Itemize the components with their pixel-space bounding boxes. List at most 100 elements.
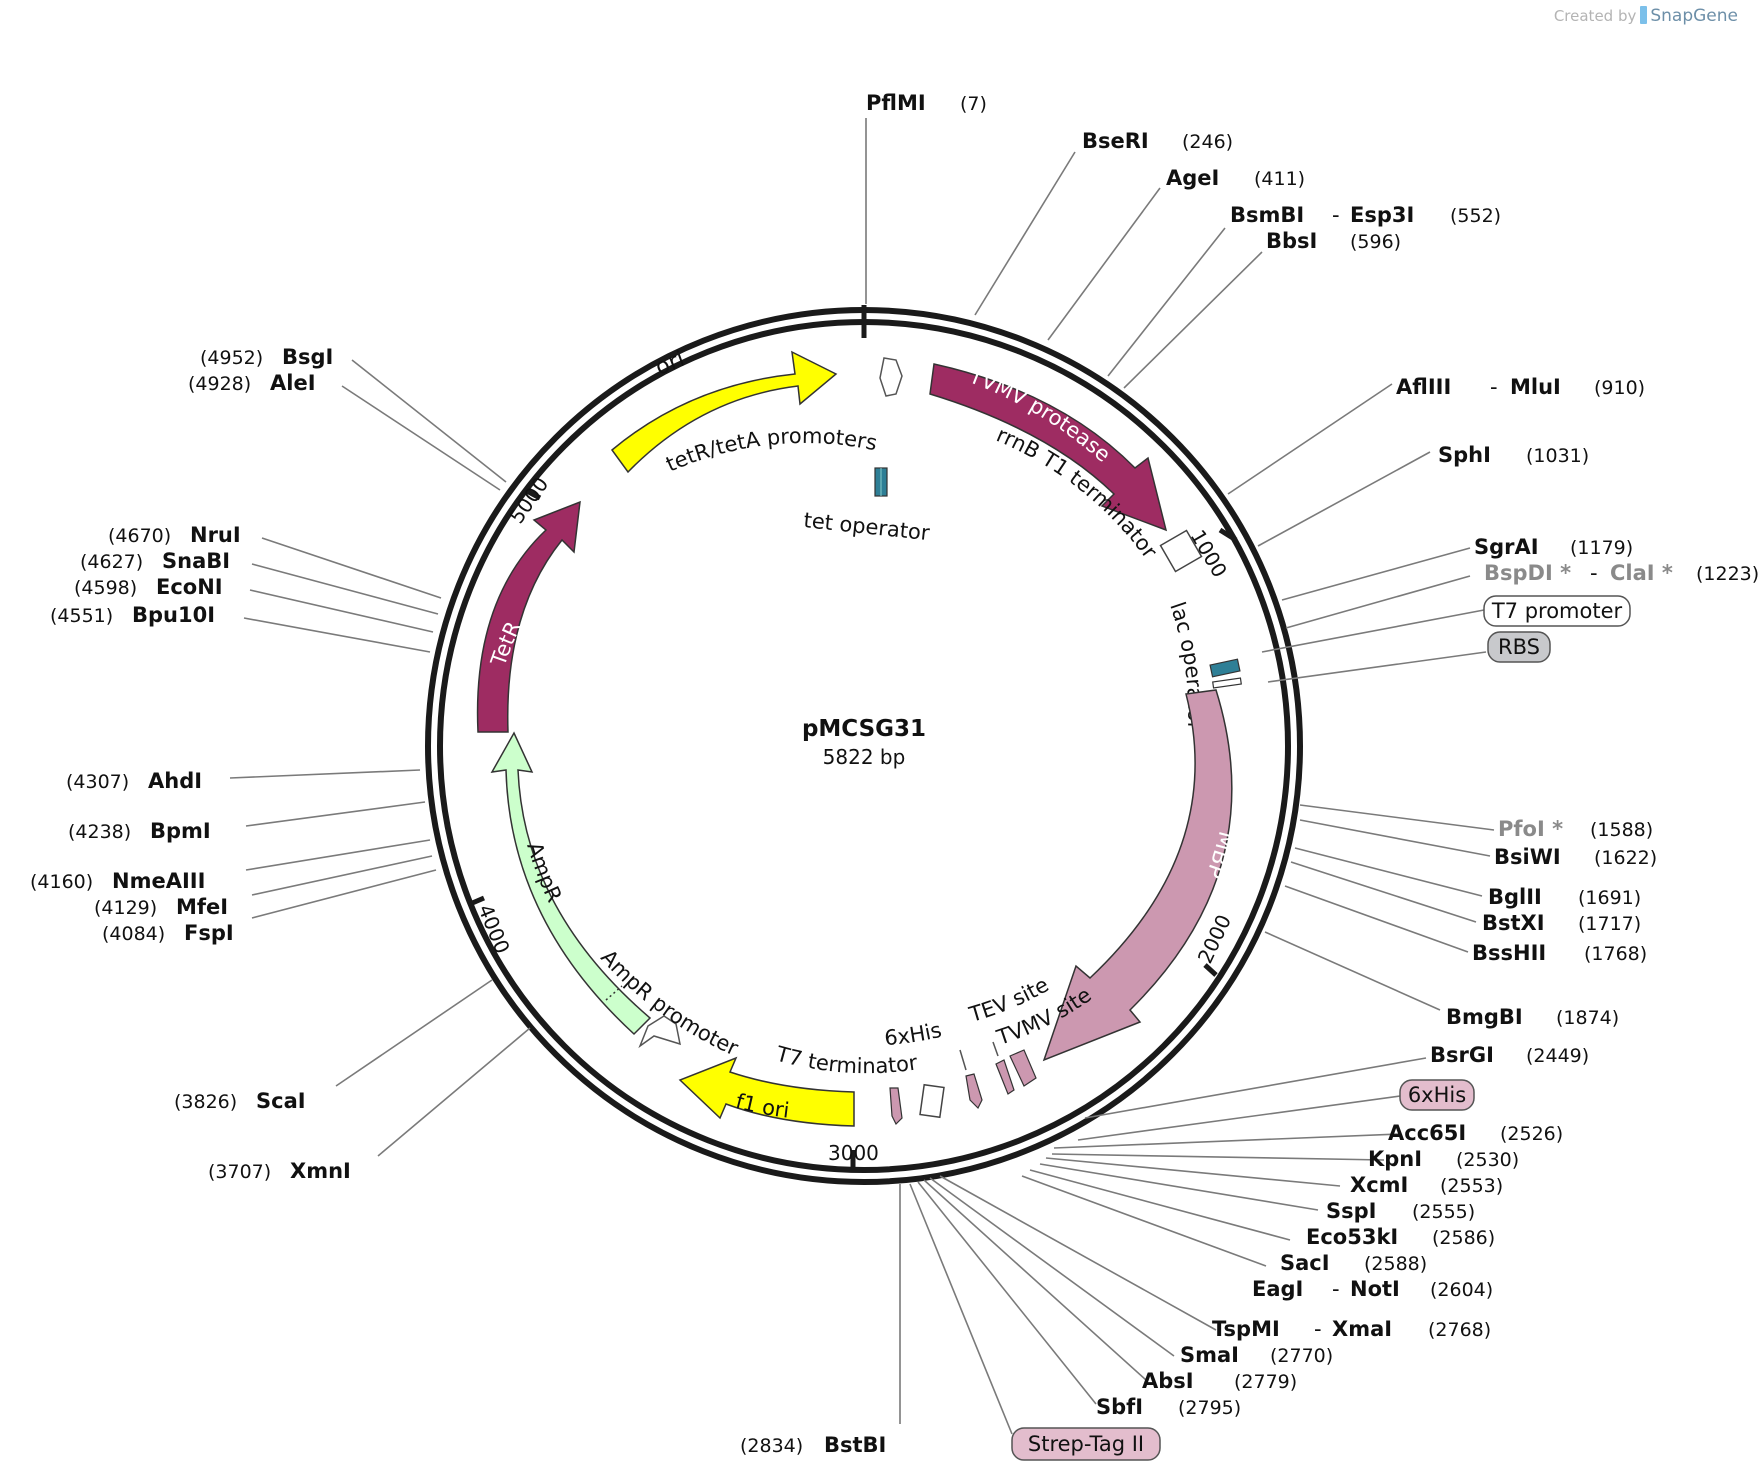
rbs-marker[interactable] [1212,677,1242,689]
svg-text:(246): (246) [1182,131,1233,153]
svg-text:BsiWI: BsiWI [1494,845,1561,869]
rrnb-terminator-marker[interactable] [1159,529,1203,573]
tev-site-marker[interactable] [995,1059,1015,1095]
enzyme-BmgBI: BmgBI(1874) [1446,1005,1619,1029]
ampr-feature[interactable] [490,731,652,1036]
svg-text:(2770): (2770) [1270,1345,1333,1367]
svg-text:T7 promoter: T7 promoter [1491,599,1623,623]
enzyme-labels: PflMI(7) BseRI(246) AgeI(411) BsmBI-Esp3… [30,91,1759,1457]
svg-text:MluI: MluI [1510,375,1561,399]
svg-text:AhdI: AhdI [148,769,202,793]
svg-text:6xHis: 6xHis [1408,1083,1466,1107]
enzyme-PfoI: PfoI *(1588) [1498,817,1653,841]
svg-text:(2555): (2555) [1412,1201,1475,1223]
enzyme-AhdI: (4307) AhdI [66,769,202,793]
enzyme-FspI: (4084) FspI [102,921,234,945]
t7-terminator-marker[interactable] [919,1083,945,1119]
svg-text:(1874): (1874) [1556,1007,1619,1029]
svg-text:Acc65I: Acc65I [1388,1121,1466,1145]
svg-text:TspMI: TspMI [1212,1317,1280,1341]
svg-text:(4598): (4598) [74,577,137,599]
svg-text:(1179): (1179) [1570,537,1633,559]
svg-text:SacI: SacI [1280,1251,1330,1275]
tvmv-protease-feature[interactable] [929,363,1168,532]
svg-text:Bpu10I: Bpu10I [132,603,215,627]
f1-ori-feature[interactable] [678,1056,855,1127]
svg-text:(910): (910) [1594,377,1645,399]
svg-text:PfoI *: PfoI * [1498,817,1563,841]
svg-text:AflIII: AflIII [1396,375,1451,399]
enzyme-EagI: EagI-NotI(2604) [1252,1277,1493,1301]
enzyme-EcoNI: (4598) EcoNI [74,575,223,599]
svg-text:AbsI: AbsI [1142,1369,1194,1393]
svg-text:BsgI: BsgI [282,345,333,369]
svg-text:(4129): (4129) [94,897,157,919]
svg-text:(4238): (4238) [68,821,131,843]
svg-text:KpnI: KpnI [1368,1147,1422,1171]
enzyme-Eco53kI: Eco53kI(2586) [1306,1225,1495,1249]
6xhis-marker-right[interactable] [965,1073,983,1110]
enzyme-Bpu10I: (4551) Bpu10I [50,603,215,627]
6xhis-marker-left[interactable] [889,1087,903,1126]
lac-operator-marker[interactable] [1209,658,1241,678]
svg-text:SgrAI: SgrAI [1474,535,1539,559]
enzyme-BstXI: BstXI(1717) [1482,911,1641,935]
svg-text:NmeAIII: NmeAIII [112,869,205,893]
enzyme-SgrAI: SgrAI (1179) [1474,535,1633,559]
svg-text:(4084): (4084) [102,923,165,945]
enzyme-NmeAIII: (4160) NmeAIII [30,869,205,893]
svg-text:(2779): (2779) [1234,1371,1297,1393]
svg-text:(3826): (3826) [174,1091,237,1113]
enzyme-SphI: SphI(1031) [1438,443,1589,467]
feature-box-rbs[interactable]: RBS [1487,631,1551,663]
mbp-feature[interactable] [1042,689,1233,1062]
tick-label-3000: 3000 [828,1141,879,1165]
enzyme-KpnI: KpnI(2530) [1368,1147,1519,1171]
svg-text:-: - [1590,561,1598,585]
svg-text:AgeI: AgeI [1166,166,1219,190]
enzyme-SacI: SacI(2588) [1280,1251,1427,1275]
svg-text:BglII: BglII [1488,885,1542,909]
ori-feature[interactable] [610,350,838,474]
enzyme-AleI: (4928)AleI [188,371,316,395]
enzyme-BpmI: (4238)BpmI [68,819,211,843]
enzyme-BbsI: BbsI(596) [1266,229,1401,253]
svg-text:-: - [1332,203,1340,227]
enzyme-Acc65I: Acc65I(2526) [1388,1121,1563,1145]
svg-text:(1223): (1223) [1696,563,1759,585]
enzyme-BseRI: BseRI(246) [1082,129,1233,153]
svg-text:FspI: FspI [184,921,234,945]
svg-text:(1031): (1031) [1526,445,1589,467]
feature-box-t7-promoter[interactable]: T7 promoter [1483,595,1631,627]
svg-text:(2834): (2834) [740,1435,803,1457]
svg-text:-: - [1332,1277,1340,1301]
svg-text:BsmBI: BsmBI [1230,203,1304,227]
svg-text:XcmI: XcmI [1350,1173,1408,1197]
enzyme-SnaBI: (4627)SnaBI [80,549,230,573]
enzyme-MfeI: (4129)MfeI [94,895,228,919]
svg-text:(4627): (4627) [80,551,143,573]
svg-text:(4160): (4160) [30,871,93,893]
svg-text:(3707): (3707) [208,1161,271,1183]
svg-text:(4307): (4307) [66,771,129,793]
svg-text:(4551): (4551) [50,605,113,627]
feature-box-6xhis[interactable]: 6xHis [1399,1079,1475,1111]
enzyme-NruI: (4670)NruI [108,523,241,547]
tetr-feature[interactable] [476,500,581,733]
enzyme-TspMI: TspMI-XmaI(2768) [1212,1317,1491,1341]
tvmv-site-marker[interactable] [1009,1049,1037,1087]
svg-text:BstBI: BstBI [824,1433,886,1457]
enzyme-leader-lines [229,118,1495,1435]
svg-text:Esp3I: Esp3I [1350,203,1414,227]
svg-text:(596): (596) [1350,231,1401,253]
svg-text:-: - [1314,1317,1322,1341]
ampr-promoter-marker[interactable] [638,1015,681,1049]
svg-text:BssHII: BssHII [1472,941,1546,965]
tet-promoters-marker[interactable] [879,357,903,397]
enzyme-SspI: SspI(2555) [1326,1199,1475,1223]
feature-box-strep-tag-ii[interactable]: Strep-Tag II [1011,1427,1161,1461]
enzyme-ScaI: (3826)ScaI [174,1089,306,1113]
enzyme-BsiWI: BsiWI(1622) [1494,845,1657,869]
svg-text:EcoNI: EcoNI [156,575,223,599]
enzyme-BglII: BglII(1691) [1488,885,1641,909]
